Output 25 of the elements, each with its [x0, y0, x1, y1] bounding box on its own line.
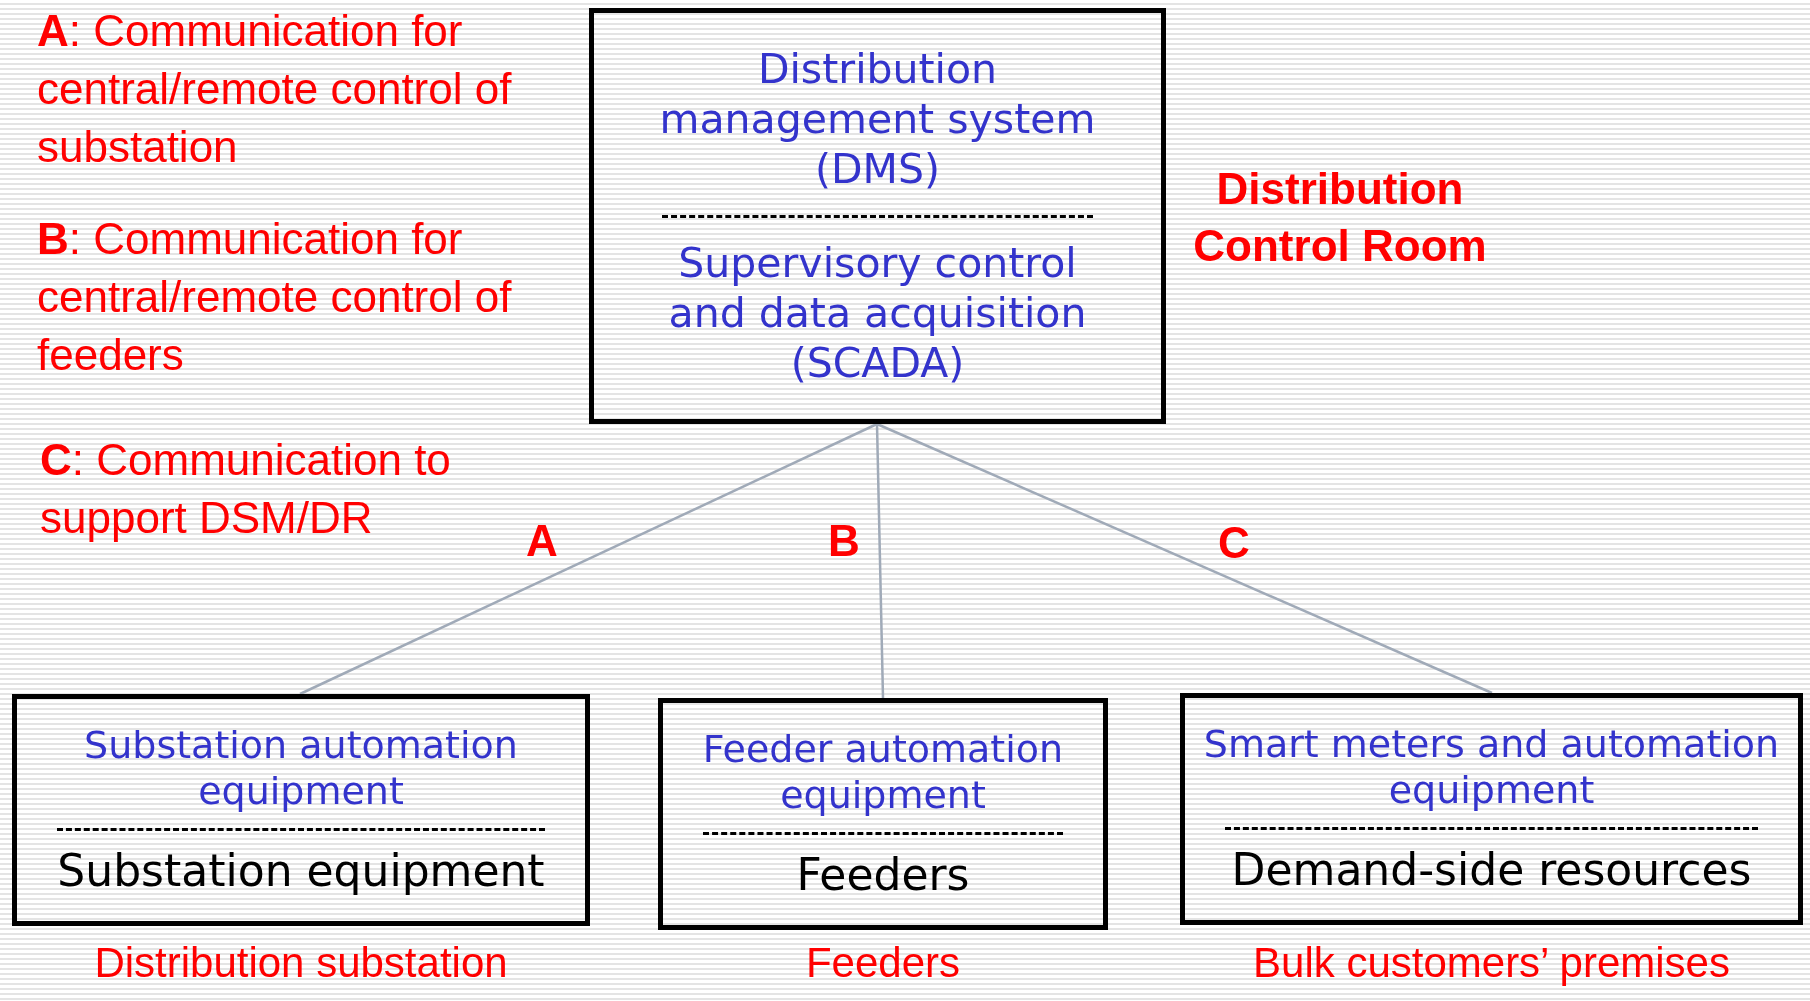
system-box: [589, 8, 1166, 424]
system-title: Smart meters and automation equipment: [1202, 721, 1781, 814]
system-box: [12, 694, 590, 926]
system-title: Substation automation equipment: [83, 722, 519, 815]
system-title: Feeder automation equipment: [701, 726, 1065, 819]
location-caption: Distribution substation: [93, 938, 509, 988]
note-text: C: Communication to support DSM/DR: [40, 434, 452, 544]
location-caption: Bulk customers’ premises: [1252, 938, 1731, 988]
connector-line: [876, 422, 1493, 695]
system-box: [658, 698, 1108, 930]
note-text: B: Communication for central/remote control of feeders: [37, 213, 513, 381]
edge-label: A: [526, 516, 558, 566]
location-caption: Distribution Control Room: [1192, 163, 1488, 272]
equipment-text: Feeders: [795, 847, 971, 902]
edge-label: C: [1218, 518, 1250, 568]
equipment-text: Substation equipment: [56, 843, 546, 898]
equipment-text: Supervisory control and data acquisition (SCADA): [667, 238, 1088, 389]
equipment-text: Demand-side resources: [1230, 842, 1753, 897]
system-box: [1180, 693, 1803, 925]
connector-line: [299, 422, 878, 696]
location-caption: Feeders: [804, 938, 962, 988]
connector-line: [875, 423, 885, 699]
edge-label: B: [828, 516, 860, 566]
system-title: Distribution management system (DMS): [658, 43, 1097, 194]
note-text: A: Communication for central/remote control of substation: [37, 5, 513, 173]
